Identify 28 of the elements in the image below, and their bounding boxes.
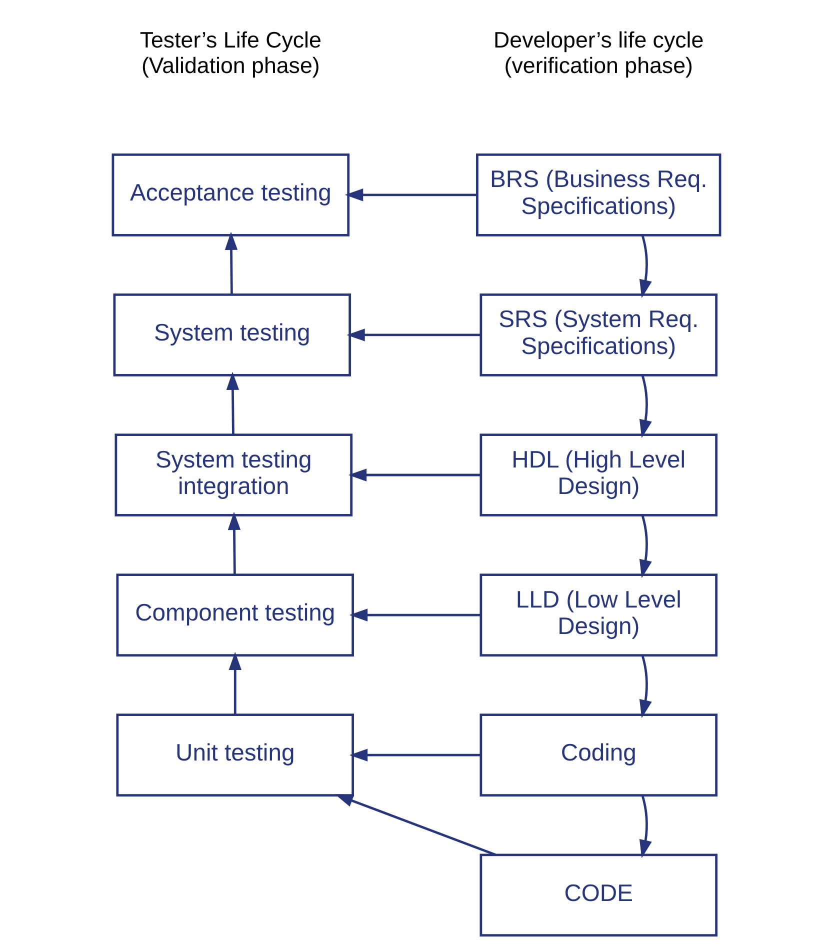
arrow xyxy=(224,232,238,294)
node-box: LLD (Low Level Design) xyxy=(479,574,717,656)
arrow xyxy=(348,608,480,622)
node-box: Coding xyxy=(479,714,717,796)
arrow xyxy=(334,794,496,856)
arrow xyxy=(638,795,652,858)
arrow xyxy=(638,655,652,718)
arrow xyxy=(344,188,476,202)
node-box: SRS (System Req. Specifications) xyxy=(479,294,717,376)
arrow xyxy=(638,235,652,298)
node-box: CODE xyxy=(479,854,717,937)
label: Tester’s Life Cycle (Validation phase) xyxy=(139,27,321,78)
node-box: Component testing xyxy=(116,574,354,656)
node-box: System testing xyxy=(112,294,351,376)
node-box: BRS (Business Req. Specifications) xyxy=(476,154,721,236)
arrow xyxy=(638,375,652,438)
node-box: Unit testing xyxy=(116,714,354,796)
arrow xyxy=(638,515,652,578)
arrow xyxy=(226,372,239,435)
arrow xyxy=(228,652,241,715)
label: Developer’s life cycle (verification phase) xyxy=(493,27,704,78)
arrow xyxy=(346,328,480,342)
node-box: System testing integration xyxy=(114,434,352,516)
arrow xyxy=(348,468,480,482)
arrow xyxy=(227,512,240,575)
node-box: HDL (High Level Design) xyxy=(479,434,717,516)
node-box: Acceptance testing xyxy=(111,154,350,236)
arrow xyxy=(348,748,480,762)
